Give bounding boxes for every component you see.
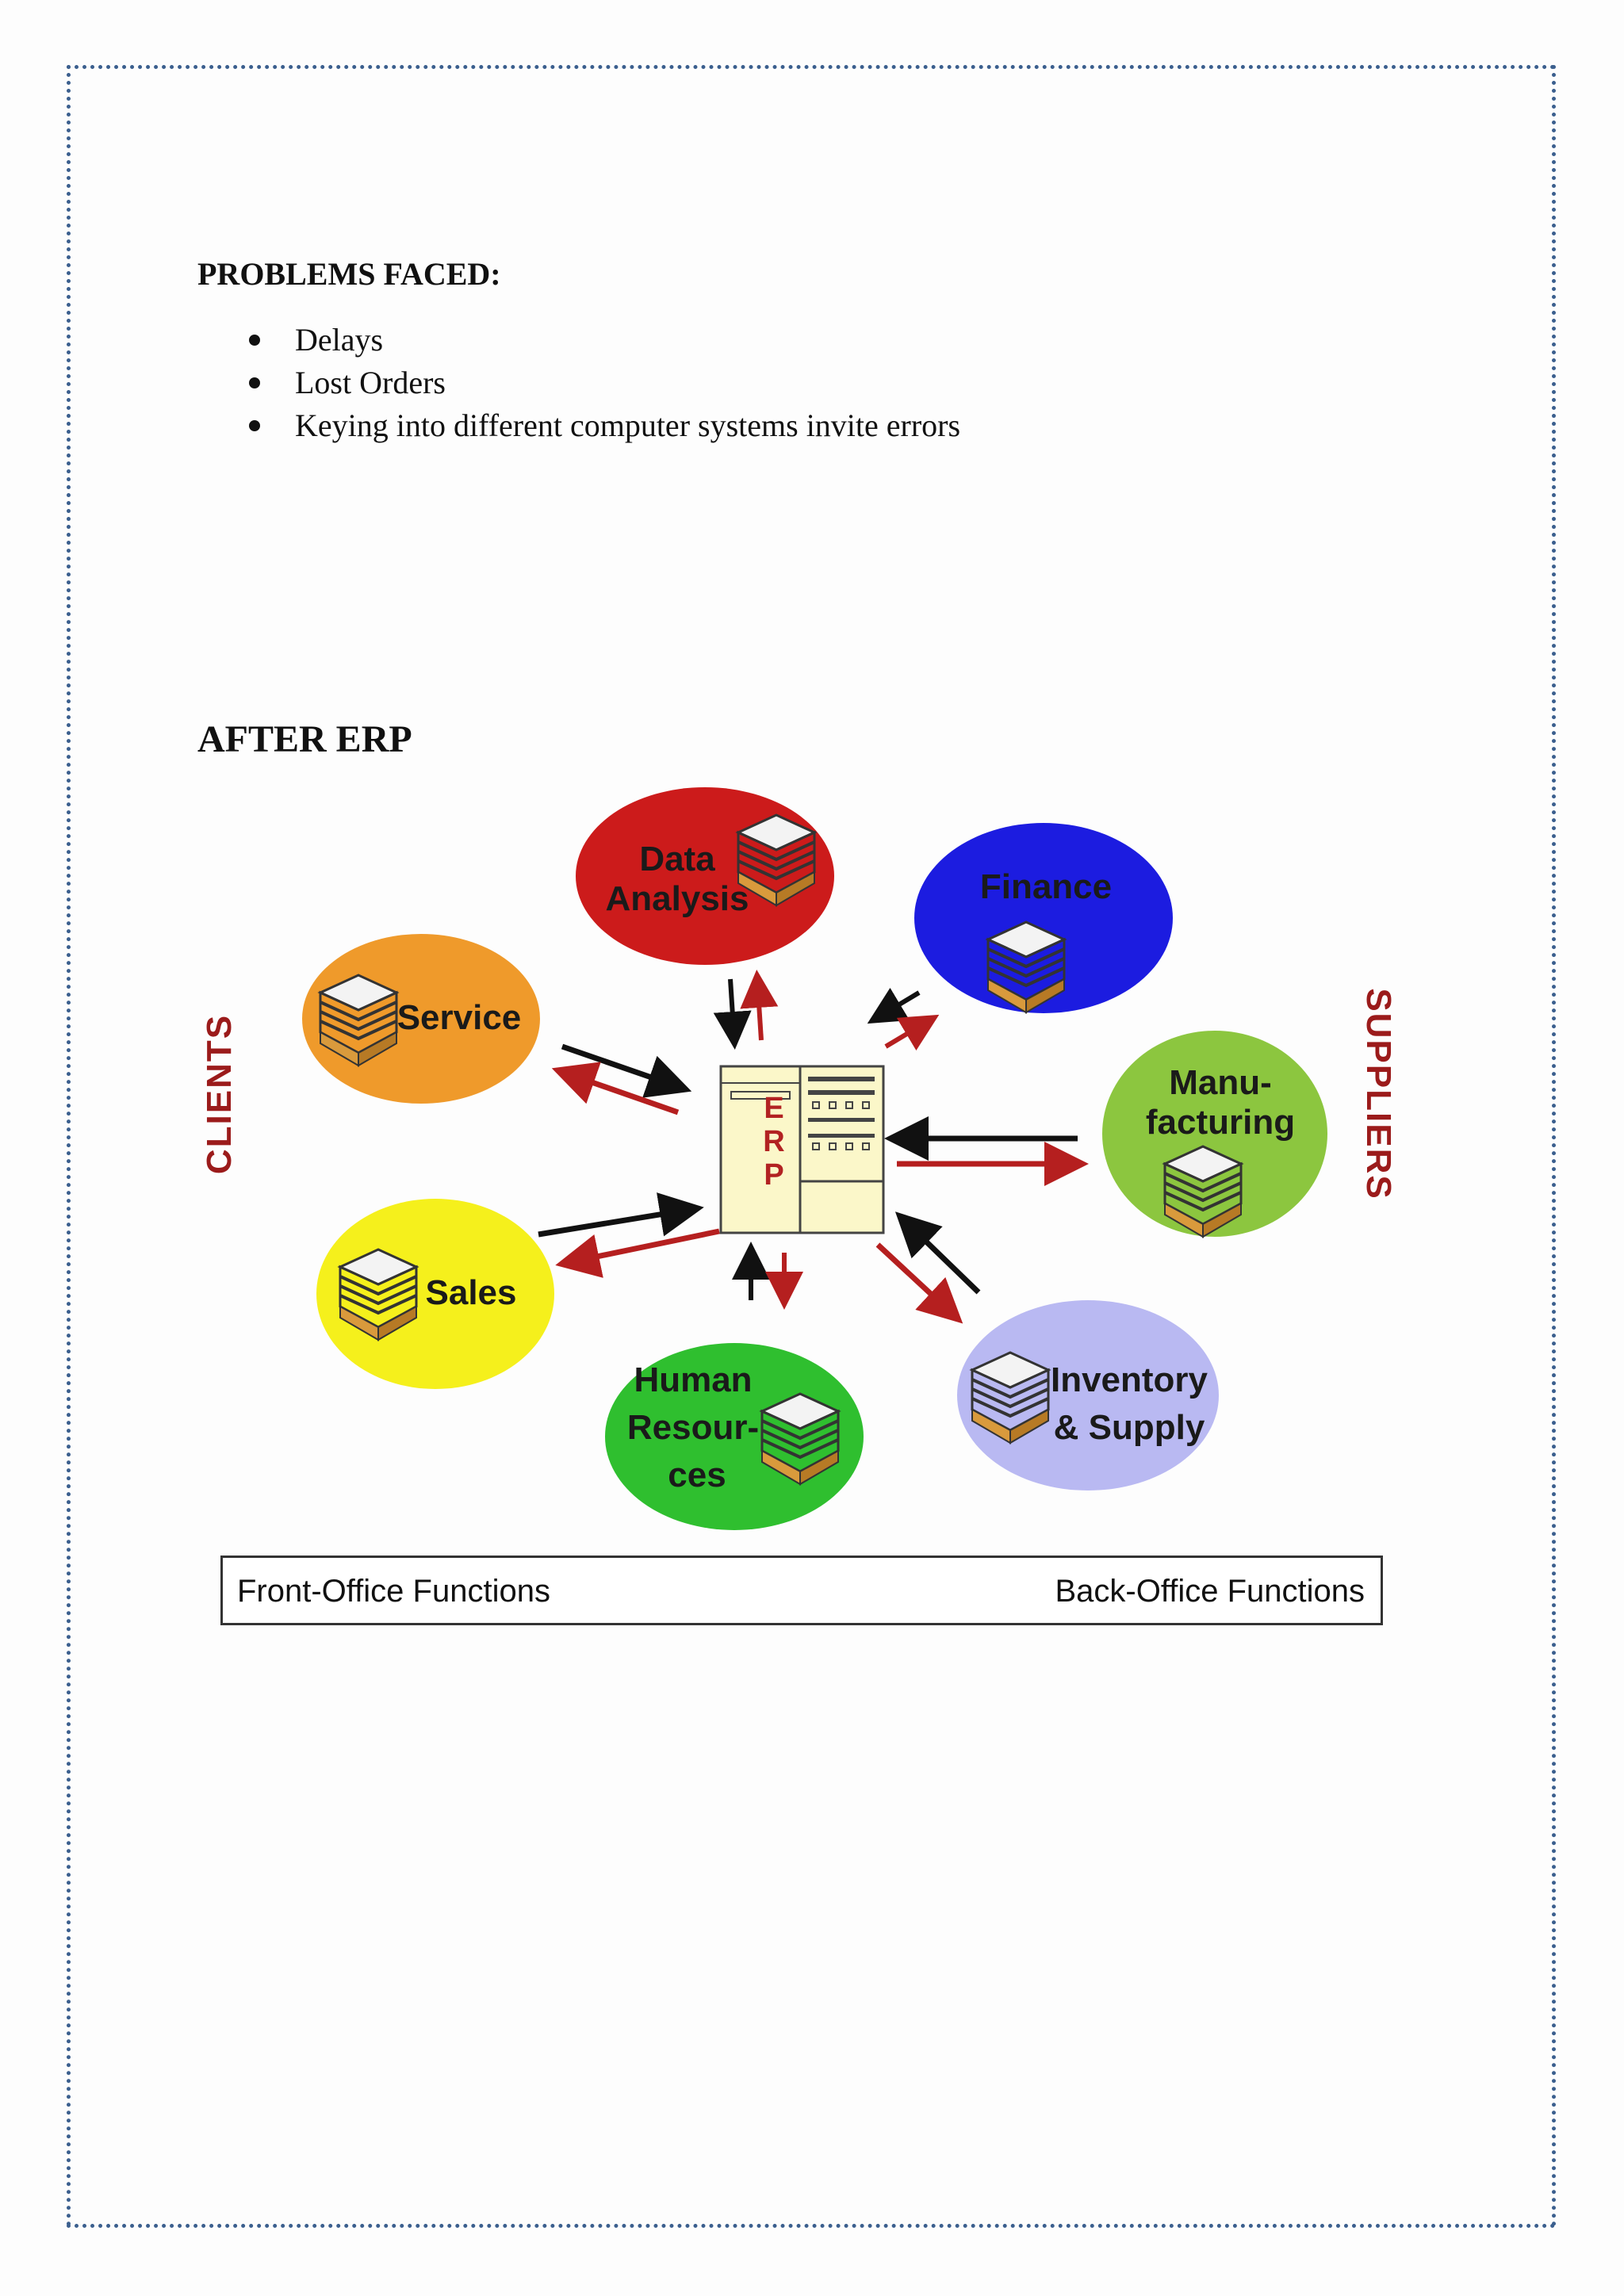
arrow-out — [551, 1062, 680, 1115]
arrow-in — [867, 987, 921, 1024]
erp-letter: E — [764, 1092, 783, 1125]
node-label: Manu- — [1169, 1063, 1272, 1102]
node-label: Finance — [980, 867, 1112, 906]
node-finance: Finance — [914, 823, 1173, 1014]
node-label: Human — [634, 1360, 752, 1399]
arrow-in — [713, 978, 752, 1050]
list-item: Lost Orders — [238, 362, 960, 404]
node-label: Sales — [426, 1273, 517, 1312]
erp-diagram: CLIENTS SUPPLIERS Data Analysis Finance … — [200, 787, 1398, 1530]
erp-letter: R — [763, 1125, 784, 1158]
node-human-resources: Human Resour- ces — [605, 1343, 864, 1530]
suppliers-label: SUPPLIERS — [1359, 988, 1398, 1200]
node-label: Data — [639, 840, 715, 878]
bullet-icon — [249, 377, 260, 388]
arrow-out — [884, 1014, 940, 1051]
arrow-out — [740, 970, 779, 1041]
node-label: & Supply — [1054, 1408, 1205, 1447]
node-sales: Sales — [316, 1199, 554, 1389]
list-item: Delays — [238, 319, 960, 362]
list-item-text: Keying into different computer systems i… — [295, 408, 961, 443]
arrow-in — [538, 1192, 704, 1238]
node-label: Service — [397, 998, 522, 1037]
node-label: Inventory — [1051, 1360, 1208, 1399]
node-label: Analysis — [606, 879, 749, 918]
problems-list: Delays Lost Orders Keying into different… — [238, 319, 960, 447]
erp-letter: P — [764, 1158, 783, 1192]
node-manufacturing: Manu- facturing — [1102, 1031, 1327, 1238]
erp-center-box: E R P — [719, 1065, 885, 1234]
node-label: ces — [668, 1456, 726, 1494]
problems-heading: PROBLEMS FACED: — [197, 256, 501, 292]
office-functions-bar: Front-Office Functions Back-Office Funct… — [220, 1556, 1383, 1625]
bullet-icon — [249, 335, 260, 346]
list-item-text: Delays — [295, 322, 384, 358]
node-inventory-supply: Inventory & Supply — [957, 1300, 1219, 1490]
arrow-out — [555, 1228, 720, 1278]
back-office-label: Back-Office Functions — [1055, 1574, 1365, 1609]
front-office-label: Front-Office Functions — [237, 1574, 550, 1609]
node-service: Service — [302, 934, 540, 1104]
clients-label: CLIENTS — [200, 1014, 239, 1174]
node-label: Resour- — [627, 1408, 759, 1447]
bullet-icon — [249, 420, 260, 431]
arrow-in — [561, 1043, 692, 1098]
arrow-out — [875, 1242, 963, 1324]
after-erp-title: AFTER ERP — [197, 718, 412, 760]
list-item: Keying into different computer systems i… — [238, 404, 960, 447]
page-border — [67, 65, 1556, 2228]
node-data-analysis: Data Analysis — [576, 787, 834, 965]
list-item-text: Lost Orders — [295, 365, 446, 400]
node-label: facturing — [1146, 1103, 1295, 1142]
arrow-in — [894, 1211, 981, 1295]
